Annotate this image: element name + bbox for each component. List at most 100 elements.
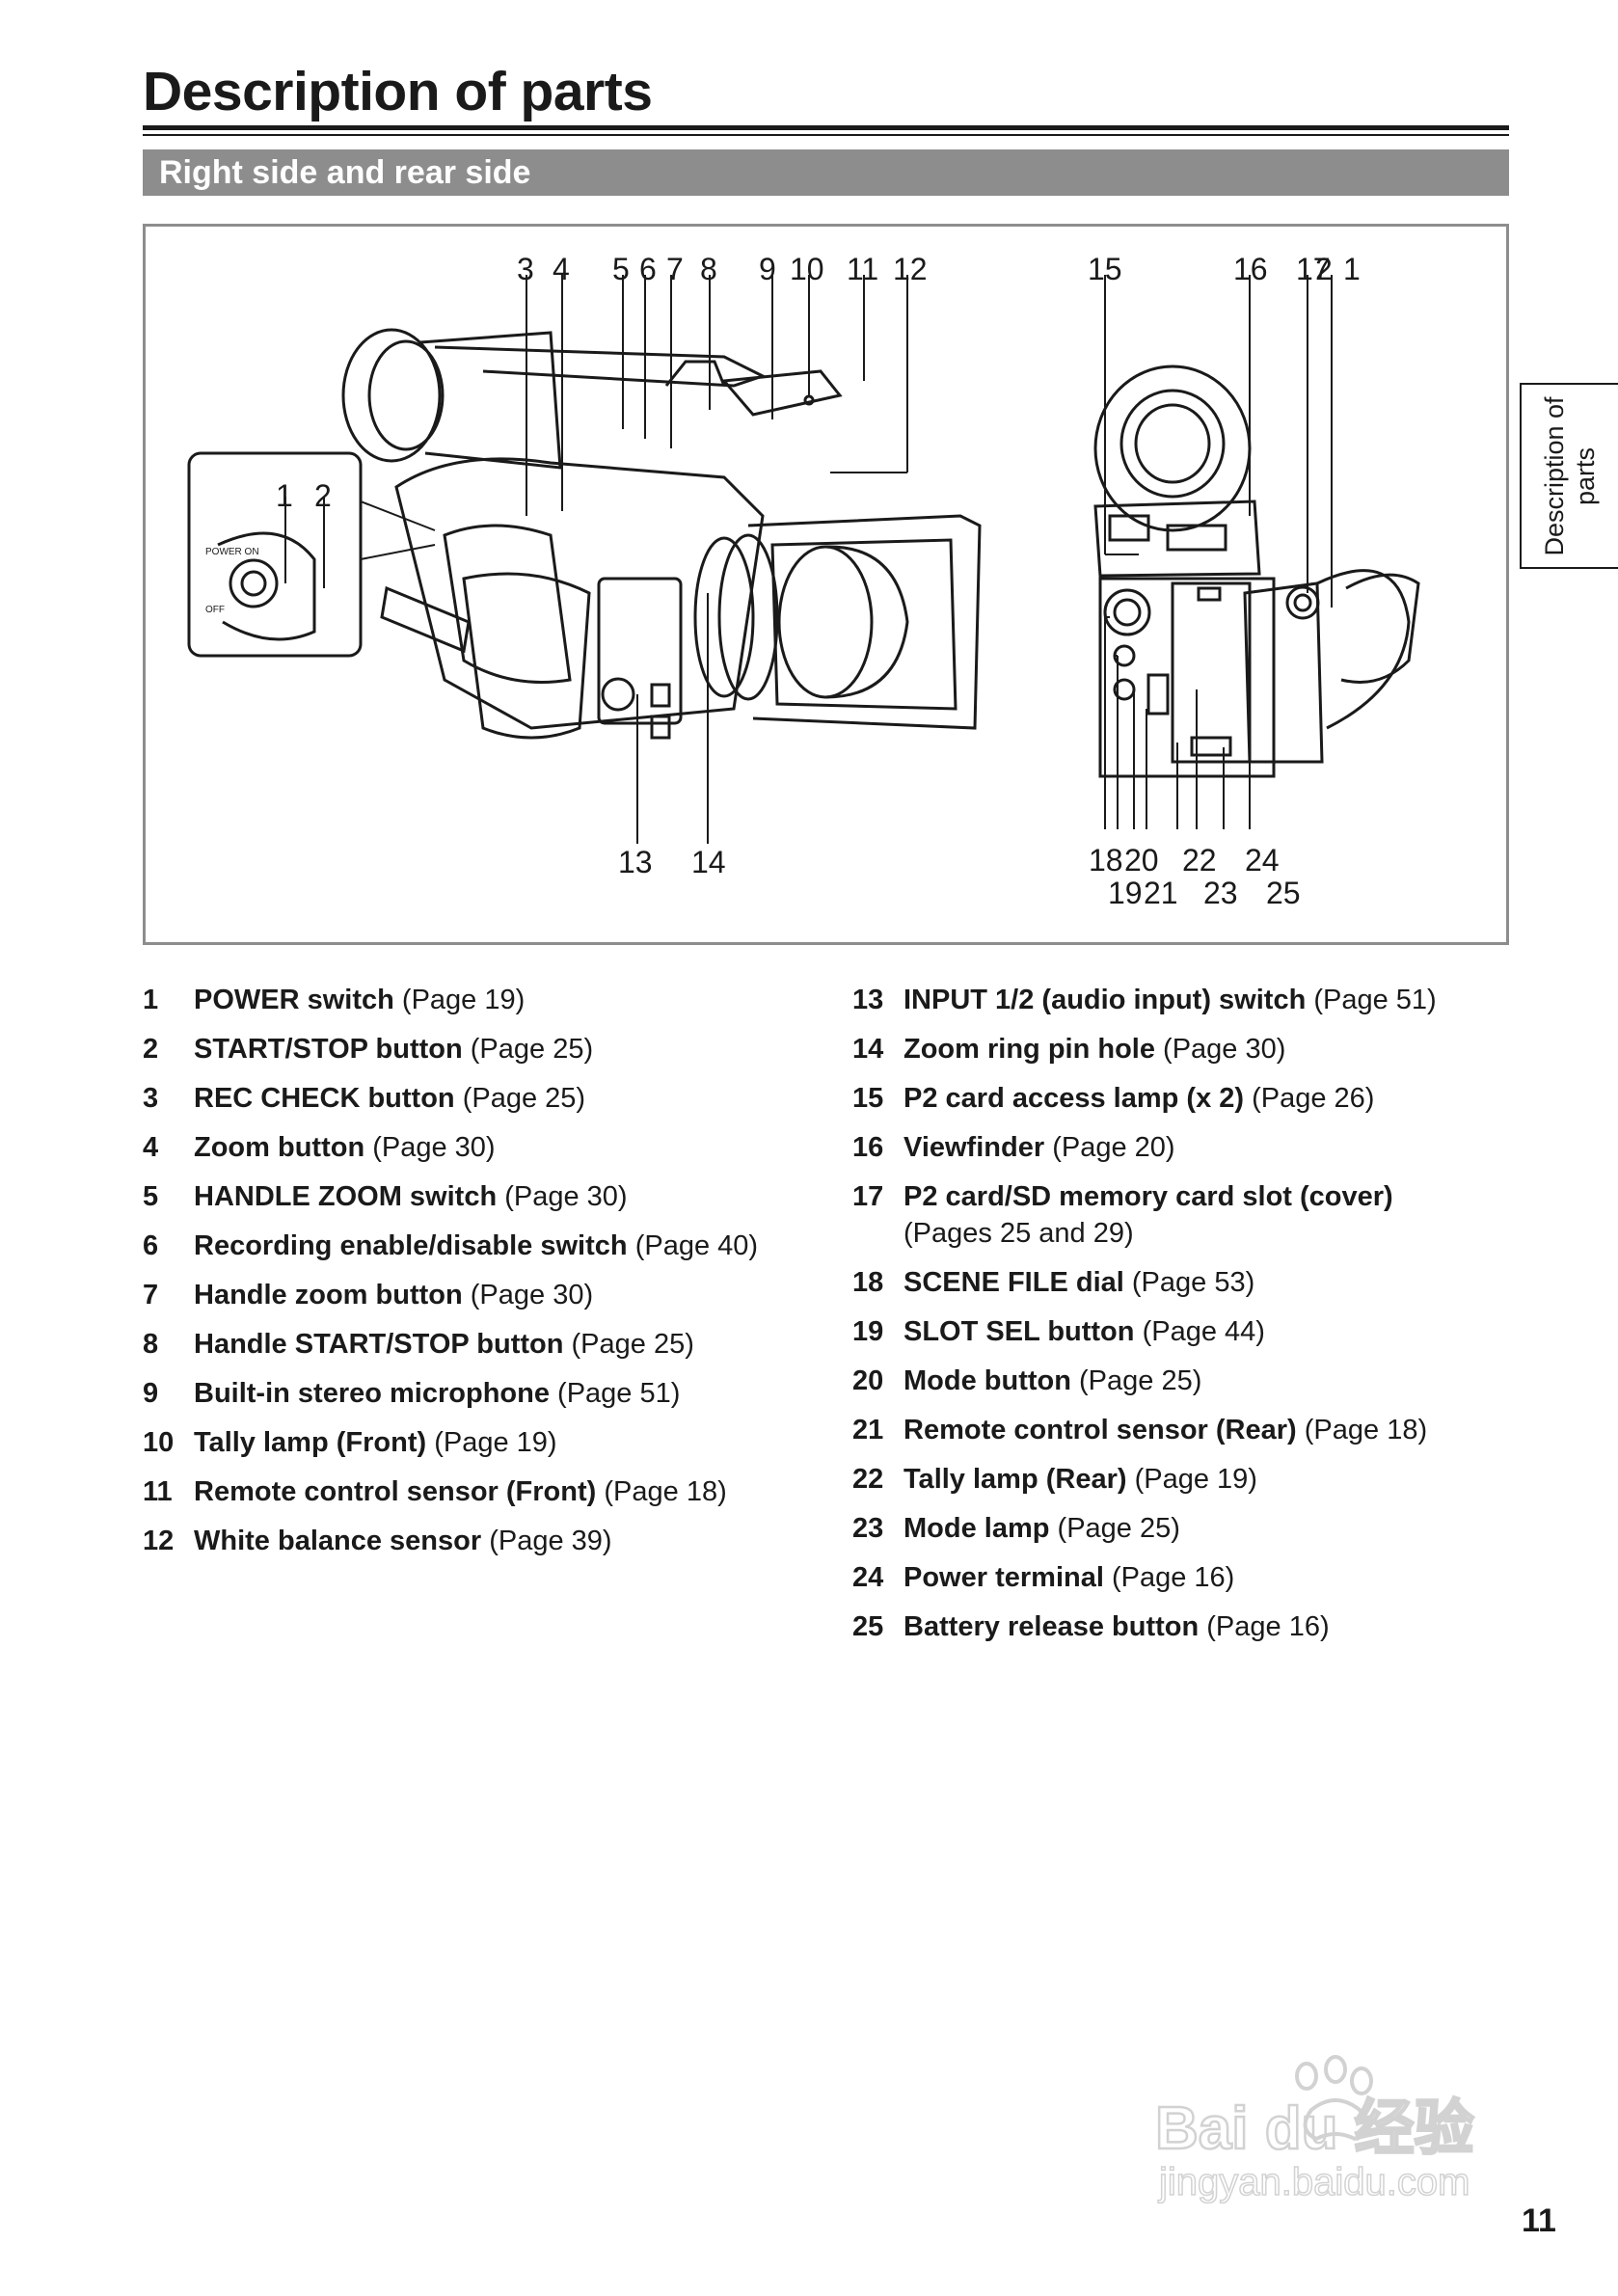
part-number: 11 [143, 1476, 173, 1507]
part-name: Tally lamp (Front) [194, 1427, 427, 1458]
part-number: 23 [852, 1513, 884, 1544]
list-item: 3 REC CHECK button (Page 25) [143, 1080, 818, 1117]
callout-4: 4 [553, 252, 570, 286]
part-name: Remote control sensor (Front) [194, 1476, 597, 1507]
part-ref: (Page 44) [1142, 1316, 1265, 1347]
page-title: Description of parts [143, 61, 653, 122]
part-number: 6 [143, 1230, 159, 1261]
part-ref: (Page 40) [634, 1230, 759, 1261]
part-ref: (Page 25) [462, 1083, 586, 1114]
list-item: 24 Power terminal (Page 16) [852, 1559, 1527, 1596]
part-name: Power terminal [903, 1562, 1104, 1593]
callout-12: 12 [893, 252, 928, 286]
side-tab-label: Description of parts [1539, 390, 1601, 563]
part-ref: (Page 51) [557, 1378, 681, 1409]
part-ref: (Page 16) [1111, 1562, 1235, 1593]
part-number: 4 [143, 1132, 159, 1163]
part-ref: (Page 25) [1079, 1365, 1202, 1396]
list-item: 4 Zoom button (Page 30) [143, 1129, 818, 1166]
callout-23: 23 [1203, 876, 1238, 910]
part-number: 3 [143, 1083, 159, 1114]
part-ref: (Page 51) [1313, 985, 1437, 1015]
callout-17: 17 [1296, 252, 1331, 286]
callout-2-rear: 2 [1315, 252, 1333, 286]
part-ref: (Page 26) [1252, 1083, 1375, 1114]
part-ref: (Page 30) [1163, 1034, 1286, 1065]
part-name: SLOT SEL button [903, 1316, 1135, 1347]
power-switch-inset [187, 451, 436, 658]
part-name: Handle START/STOP button [194, 1329, 564, 1360]
part-ref: (Page 25) [571, 1329, 694, 1360]
part-ref: (Page 30) [372, 1132, 496, 1163]
list-item: 12 White balance sensor (Page 39) [143, 1523, 818, 1559]
title-rule-thick [143, 125, 1509, 130]
part-name: Battery release button [903, 1611, 1200, 1642]
callout-5: 5 [612, 252, 630, 286]
list-item: 6 Recording enable/disable switch (Page 4… [143, 1228, 818, 1264]
part-number: 20 [852, 1365, 884, 1396]
part-number: 9 [143, 1378, 159, 1409]
part-number: 13 [852, 985, 884, 1015]
watermark-brand: Bai du 经验 [1155, 2095, 1474, 2162]
part-number: 18 [852, 1267, 884, 1298]
part-ref: (Page 16) [1206, 1611, 1330, 1642]
part-number: 12 [143, 1526, 175, 1556]
part-name: REC CHECK button [194, 1083, 455, 1114]
callout-24: 24 [1245, 843, 1280, 878]
callout-22: 22 [1182, 843, 1217, 878]
part-name: SCENE FILE dial [903, 1267, 1124, 1298]
part-name: HANDLE ZOOM switch [194, 1181, 498, 1212]
part-ref: (Page 39) [489, 1526, 612, 1556]
camera-side-view [341, 328, 982, 740]
watermark-url: jingyan.baidu.com [1158, 2161, 1470, 2203]
part-name: Tally lamp (Rear) [903, 1464, 1127, 1495]
callout-leaders-left [526, 275, 908, 844]
part-name: Zoom ring pin hole [903, 1034, 1155, 1065]
part-name: Zoom button [194, 1132, 365, 1163]
list-item: 23 Mode lamp (Page 25) [852, 1510, 1527, 1547]
part-number: 22 [852, 1464, 884, 1495]
part-number: 16 [852, 1132, 884, 1163]
part-name: Remote control sensor (Rear) [903, 1415, 1297, 1445]
callout-11: 11 [847, 252, 878, 286]
camera-rear-view [1093, 365, 1420, 778]
part-name: Mode lamp [903, 1513, 1050, 1544]
part-ref: (Page 18) [604, 1476, 727, 1507]
part-name: Recording enable/disable switch [194, 1230, 628, 1261]
title-rule-thin [143, 134, 1509, 136]
callout-16: 16 [1233, 252, 1268, 286]
callout-25: 25 [1266, 876, 1301, 910]
callout-8: 8 [700, 252, 717, 286]
part-number: 21 [852, 1415, 884, 1445]
inset-callout-1: 1 [276, 478, 293, 513]
inset-callout-2: 2 [314, 478, 332, 513]
part-ref: (Pages 25 and 29) [903, 1218, 1134, 1249]
baidu-watermark: Bai du 经验 jingyan.baidu.com [1154, 2055, 1475, 2204]
part-name: White balance sensor [194, 1526, 482, 1556]
part-number: 8 [143, 1329, 159, 1360]
list-item: 8 Handle START/STOP button (Page 25) [143, 1326, 818, 1363]
part-number: 24 [852, 1562, 884, 1593]
part-number: 10 [143, 1427, 175, 1458]
side-tab-line1: Description of [1540, 395, 1569, 556]
part-ref: (Page 25) [1057, 1513, 1180, 1544]
callout-7: 7 [666, 252, 684, 286]
part-number: 7 [143, 1280, 159, 1310]
callout-3: 3 [517, 252, 534, 286]
camera-illustration: 3 4 5 6 7 8 9 10 11 12 13 14 1 2 POWER O… [187, 252, 1420, 910]
part-name: P2 card access lamp (x 2) [903, 1083, 1245, 1114]
paw-logo-icon [1295, 2055, 1373, 2142]
part-name: Handle zoom button [194, 1280, 463, 1310]
